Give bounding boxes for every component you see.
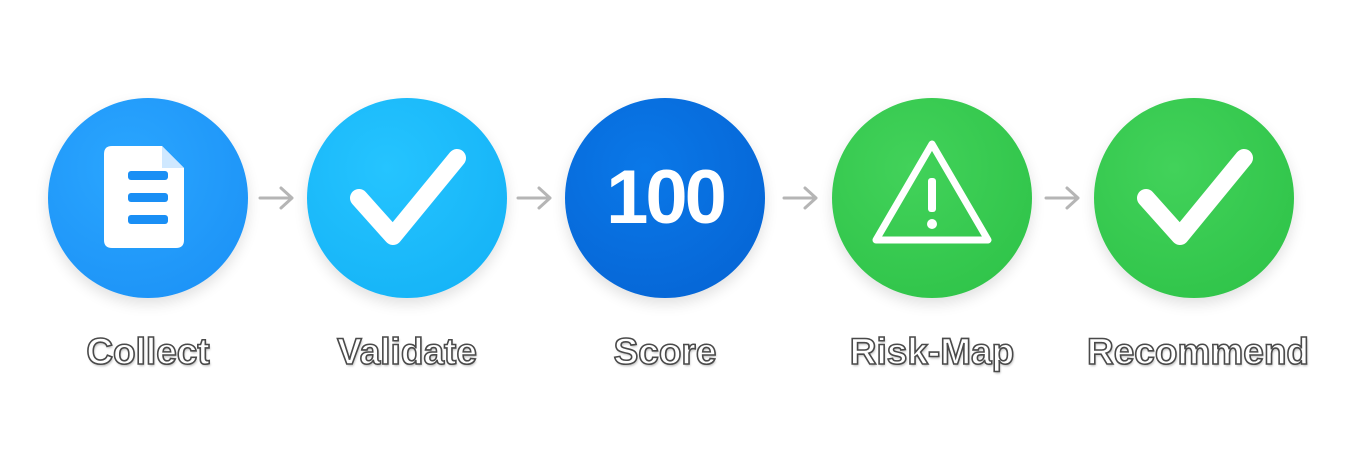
step-recommend-circle xyxy=(1094,98,1294,298)
arrow-right-icon xyxy=(1044,186,1080,210)
arrow-right-icon xyxy=(258,186,294,210)
checkmark-icon xyxy=(1137,149,1253,245)
step-label-risk-map: Risk-Map xyxy=(849,330,1015,373)
warning-icon xyxy=(872,140,992,244)
document-icon xyxy=(104,146,184,248)
step-label-collect: Collect xyxy=(86,330,211,373)
step-label-score: Score xyxy=(613,330,717,373)
step-collect-circle xyxy=(48,98,248,298)
arrow-right-icon xyxy=(516,186,552,210)
step-label-recommend: Recommend xyxy=(1086,330,1310,373)
score-value: 100 xyxy=(606,155,727,240)
step-risk-map-circle xyxy=(832,98,1032,298)
arrow-right-icon xyxy=(782,186,818,210)
checkmark-icon xyxy=(350,149,466,245)
step-validate-circle xyxy=(307,98,507,298)
step-score-circle: 100 xyxy=(565,98,765,298)
step-label-validate: Validate xyxy=(336,330,477,373)
